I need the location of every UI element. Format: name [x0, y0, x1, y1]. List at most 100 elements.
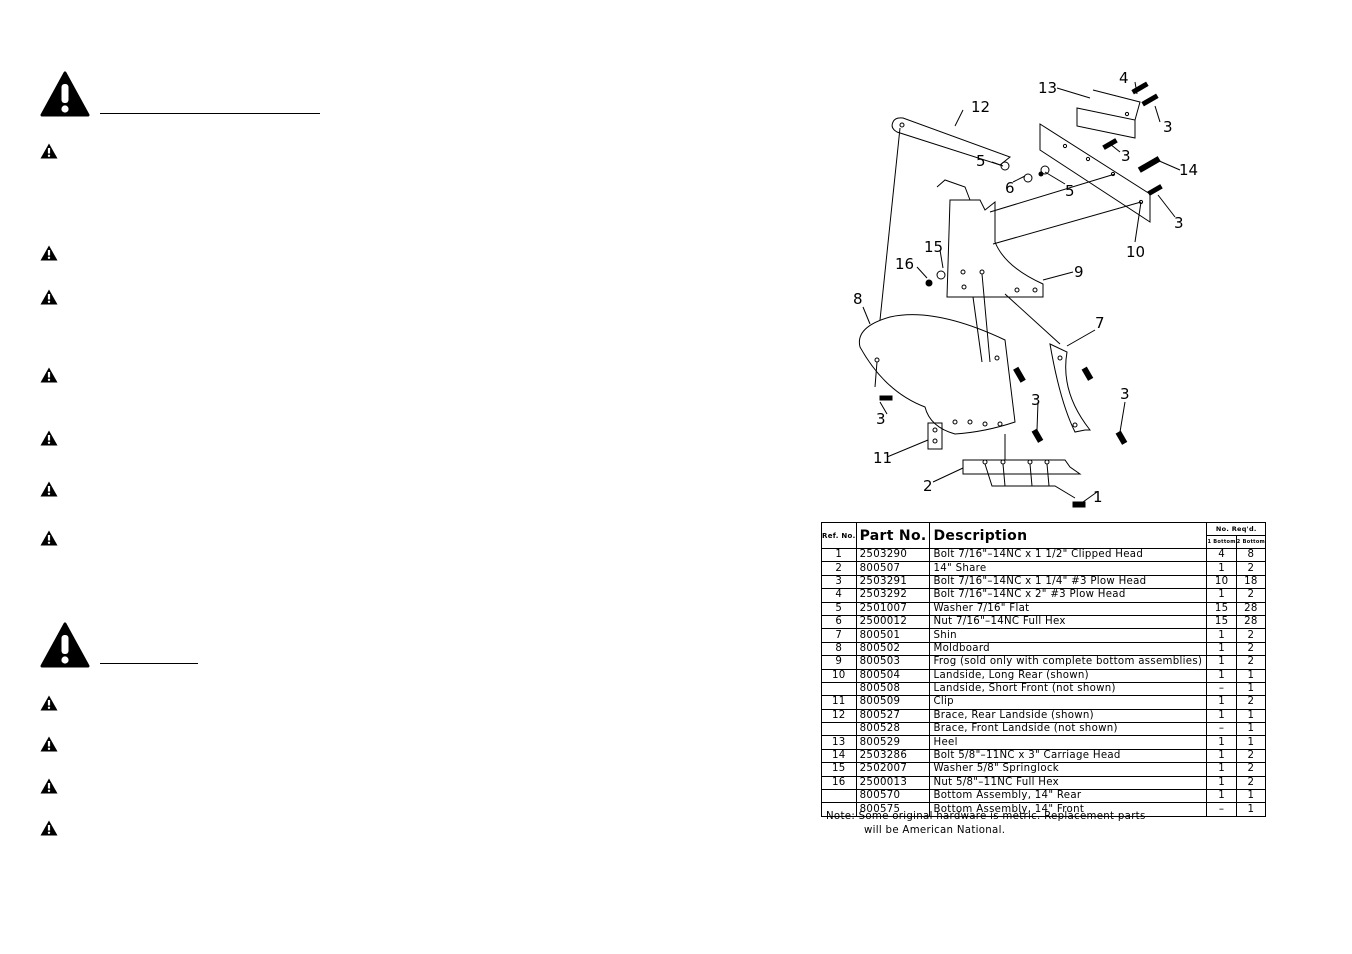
description-cell: Landside, Short Front (not shown) [929, 681, 1208, 697]
callout-12: 12 [971, 98, 990, 116]
callout-10: 10 [1126, 243, 1145, 261]
qty-1-bottom-cell: 1 [1206, 775, 1237, 791]
callout-leaders [862, 81, 1181, 503]
part-no-cell: 800529 [855, 735, 931, 750]
description-cell: Heel [929, 735, 1208, 750]
part-no-cell: 800527 [855, 708, 931, 724]
callout-7: 7 [1095, 314, 1105, 332]
brace-part [879, 117, 1012, 321]
heel-part [1076, 89, 1141, 139]
qty-2-bottom-cell: 2 [1235, 561, 1267, 576]
qty-2-bottom-cell: 1 [1235, 708, 1267, 724]
part-no-cell: 800509 [855, 695, 931, 710]
callout-9: 9 [1074, 263, 1084, 281]
ref-no-cell: 5 [821, 601, 857, 616]
description-cell: Bolt 7/16"–14NC x 1 1/4" #3 Plow Head [929, 574, 1208, 590]
qty-2-bottom-cell: 1 [1235, 681, 1267, 697]
qty-1-bottom-cell: 1 [1206, 789, 1237, 804]
part-no-cell: 2503291 [855, 574, 931, 590]
qty-1-bottom-cell: 1 [1206, 588, 1237, 603]
callout-8: 8 [853, 290, 863, 308]
callout-14: 14 [1179, 161, 1198, 179]
ref-no-cell: 11 [821, 695, 857, 710]
part-no-cell: 2502007 [855, 762, 931, 777]
qty-1-bottom-cell: 1 [1206, 735, 1237, 750]
warning-icon [40, 820, 58, 836]
warning-icon [40, 143, 58, 159]
description-cell: Bolt 7/16"–14NC x 1 1/2" Clipped Head [929, 547, 1208, 563]
callout-3: 3 [876, 410, 886, 428]
bolt-hardware [879, 81, 1163, 508]
ref-no-cell [821, 789, 857, 804]
callout-3: 3 [1031, 391, 1041, 409]
qty-2-bottom-cell: 2 [1235, 775, 1267, 791]
note-line-2: will be American National. [864, 824, 1006, 836]
part-no-cell: 800504 [855, 668, 931, 683]
shin-part [1004, 293, 1092, 433]
ref-no-cell: 2 [821, 561, 857, 576]
description-cell: Nut 5/8"–11NC Full Hex [929, 775, 1208, 791]
part-no-cell: 2503286 [855, 748, 931, 764]
part-no-cell: 2501007 [855, 601, 931, 616]
ref-no-cell: 7 [821, 628, 857, 643]
description-cell: 14" Share [929, 561, 1208, 576]
qty-1-bottom-cell: 1 [1206, 762, 1237, 777]
callout-2: 2 [923, 477, 933, 495]
ref-no-cell: 1 [821, 547, 857, 563]
description-cell: Washer 7/16" Flat [929, 601, 1208, 616]
description-cell: Frog (sold only with complete bottom ass… [929, 655, 1208, 670]
qty-2-bottom-cell: 28 [1235, 614, 1267, 630]
callout-5: 5 [1065, 182, 1075, 200]
part-no-cell: 800570 [855, 789, 931, 804]
qty-1-bottom-cell: – [1206, 802, 1237, 817]
callout-5: 5 [976, 152, 986, 170]
warning-icon [40, 778, 58, 794]
ref-no-cell: 10 [821, 668, 857, 683]
ref-no-cell: 8 [821, 641, 857, 657]
qty-1-bottom-cell: 15 [1206, 601, 1237, 616]
qty-1-bottom-cell: 1 [1206, 628, 1237, 643]
description-cell: Bolt 7/16"–14NC x 2" #3 Plow Head [929, 588, 1208, 603]
qty-1-bottom-cell: – [1206, 722, 1237, 737]
warning-icon [40, 736, 58, 752]
header-description: Description [929, 522, 1208, 549]
qty-1-bottom-cell: 1 [1206, 695, 1237, 710]
qty-1-bottom-cell: 10 [1206, 574, 1237, 590]
description-cell: Bottom Assembly, 14" Rear [929, 789, 1208, 804]
part-no-cell: 2503290 [855, 547, 931, 563]
description-cell: Bolt 5/8"–11NC x 3" Carriage Head [929, 748, 1208, 764]
callout-3: 3 [1121, 147, 1131, 165]
callout-3: 3 [1163, 118, 1173, 136]
callout-15: 15 [924, 238, 943, 256]
qty-2-bottom-cell: 1 [1235, 735, 1267, 750]
header-ref-no: Ref. No. [821, 522, 857, 549]
description-cell: Shin [929, 628, 1208, 643]
ref-no-cell: 6 [821, 614, 857, 630]
description-cell: Washer 5/8" Springlock [929, 762, 1208, 777]
description-cell: Clip [929, 695, 1208, 710]
parts-list-table: Ref. No. Part No. Description No. Req'd.… [821, 522, 1267, 817]
frog-part [936, 179, 1044, 363]
description-cell: Brace, Front Landside (not shown) [929, 722, 1208, 737]
large-warning-icon [40, 622, 90, 668]
qty-2-bottom-cell: 1 [1235, 668, 1267, 683]
qty-1-bottom-cell: 1 [1206, 641, 1237, 657]
part-no-cell: 800503 [855, 655, 931, 670]
qty-2-bottom-cell: 2 [1235, 588, 1267, 603]
description-cell: Landside, Long Rear (shown) [929, 668, 1208, 683]
clip-part [927, 422, 943, 450]
qty-2-bottom-cell: 28 [1235, 601, 1267, 616]
part-no-cell: 800508 [855, 681, 931, 697]
qty-1-bottom-cell: 1 [1206, 708, 1237, 724]
description-cell: Moldboard [929, 641, 1208, 657]
large-warning-icon [40, 71, 90, 117]
